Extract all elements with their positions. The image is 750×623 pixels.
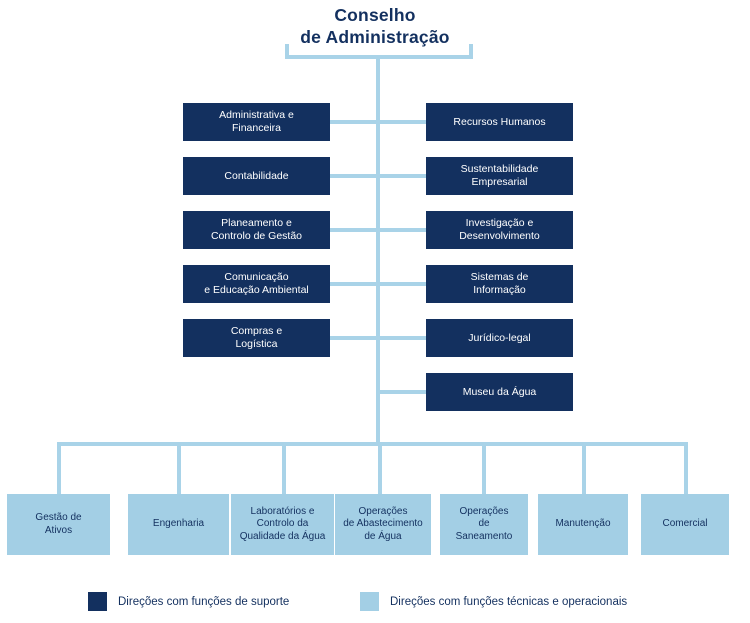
node-operacoes-de-saneamento[interactable]: Operações de Saneamento <box>440 494 528 555</box>
node-museu-da-agua[interactable]: Museu da Água <box>426 373 573 411</box>
node-gestao-de-ativos[interactable]: Gestão de Ativos <box>7 494 110 555</box>
node-investigacao-e-desenvolvimento[interactable]: Investigação e Desenvolvimento <box>426 211 573 249</box>
drop-operational-1 <box>57 442 61 497</box>
drop-operational-3 <box>282 442 286 497</box>
distribution-bar <box>57 442 688 446</box>
connector-left-2 <box>330 174 378 178</box>
drop-operational-7 <box>684 442 688 497</box>
legend-label-operational: Direções com funções técnicas e operacio… <box>390 595 628 608</box>
legend-item-operational: Direções com funções técnicas e operacio… <box>360 592 627 611</box>
node-sustentabilidade-empresarial[interactable]: Sustentabilidade Empresarial <box>426 157 573 195</box>
node-manutencao[interactable]: Manutenção <box>538 494 628 555</box>
root-bracket-stub-right <box>469 44 473 58</box>
node-compras-e-logistica[interactable]: Compras e Logística <box>183 319 330 357</box>
legend-item-support: Direções com funções de suporte <box>88 592 289 611</box>
node-recursos-humanos[interactable]: Recursos Humanos <box>426 103 573 141</box>
drop-operational-6 <box>582 442 586 497</box>
node-engenharia[interactable]: Engenharia <box>128 494 229 555</box>
node-juridico-legal[interactable]: Jurídico-legal <box>426 319 573 357</box>
node-planeamento-e-controlo-de-gestao[interactable]: Planeamento e Controlo de Gestão <box>183 211 330 249</box>
node-comercial[interactable]: Comercial <box>641 494 729 555</box>
node-sistemas-de-informacao[interactable]: Sistemas de Informação <box>426 265 573 303</box>
central-spine <box>376 55 380 446</box>
node-administrativa-e-financeira[interactable]: Administrativa e Financeira <box>183 103 330 141</box>
connector-right-3 <box>378 228 426 232</box>
connector-right-1 <box>378 120 426 124</box>
connector-left-3 <box>330 228 378 232</box>
connector-right-2 <box>378 174 426 178</box>
node-contabilidade[interactable]: Contabilidade <box>183 157 330 195</box>
connector-left-5 <box>330 336 378 340</box>
legend-label-support: Direções com funções de suporte <box>118 595 290 608</box>
legend-swatch-operational-icon <box>360 592 379 611</box>
connector-left-4 <box>330 282 378 286</box>
drop-operational-2 <box>177 442 181 497</box>
connector-right-6 <box>378 390 426 394</box>
drop-operational-5 <box>482 442 486 497</box>
node-laboratorios-e-controlo-da-qualidade-da-agua[interactable]: Laboratórios e Controlo da Qualidade da … <box>231 494 334 555</box>
node-operacoes-de-abastecimento-de-agua[interactable]: Operações de Abastecimento de Água <box>335 494 431 555</box>
root-node-title: Conselho de Administração <box>300 5 450 48</box>
connector-right-4 <box>378 282 426 286</box>
connector-right-5 <box>378 336 426 340</box>
drop-operational-4 <box>378 442 382 497</box>
legend-swatch-support-icon <box>88 592 107 611</box>
root-bracket-stub-left <box>285 44 289 58</box>
connector-left-1 <box>330 120 378 124</box>
node-comunicacao-e-educacao-ambiental[interactable]: Comunicação e Educação Ambiental <box>183 265 330 303</box>
